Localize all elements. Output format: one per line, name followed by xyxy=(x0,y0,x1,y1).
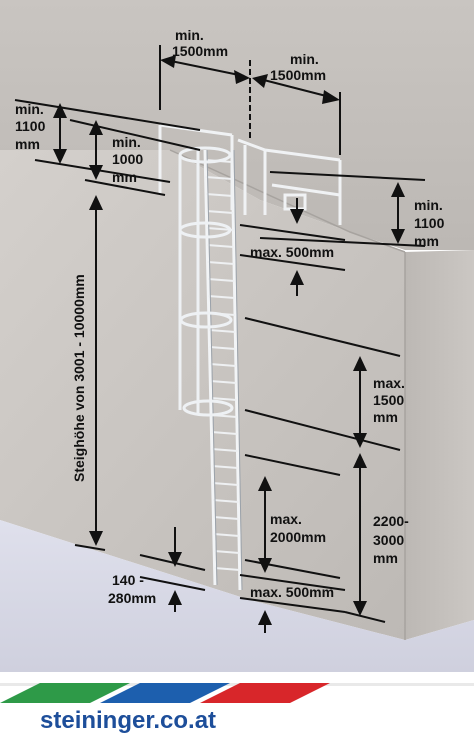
ladder-rung xyxy=(209,363,237,367)
top-railing xyxy=(158,123,342,225)
top-right-label-line2: 1500mm xyxy=(270,67,326,83)
stripe-blue xyxy=(100,683,230,703)
top-left-dimension-label: min. 1500mm xyxy=(172,27,228,59)
top-left-label-line1: min. xyxy=(175,27,204,43)
top-left-label-line2: 1500mm xyxy=(172,43,228,59)
range-140-label-line1: 140 - xyxy=(112,572,144,588)
max-500-bottom-label: max. 500mm xyxy=(250,584,334,600)
range-2200-label-line2: 3000 xyxy=(373,532,404,548)
range-2200-label-line1: 2200- xyxy=(373,513,409,529)
footer-website: steininger.co.at xyxy=(40,707,216,734)
ladder-rung xyxy=(212,465,238,469)
ceiling-surface xyxy=(0,0,474,250)
max-2000-dimension-label: max. 2000mm xyxy=(270,511,326,545)
max-1500-dimension-label: max. 1500 mm xyxy=(373,375,405,425)
max-2000-label-line2: 2000mm xyxy=(270,529,326,545)
dimension-lines xyxy=(14,45,426,633)
ladder-rung xyxy=(207,278,235,282)
ladder-rung xyxy=(211,448,238,452)
left-inner-label-line3: mm xyxy=(112,169,137,185)
ladder-rung xyxy=(213,516,239,520)
range-2200-label-line3: mm xyxy=(373,550,398,566)
vertical-height-label: Steighöhe von 3001 - 10000mm xyxy=(71,274,87,482)
top-right-dimension-label: min. 1500mm xyxy=(270,51,326,83)
ladder-rung xyxy=(210,380,237,384)
concrete-wall xyxy=(0,150,405,640)
left-inner-dimension-label: min. 1000 mm xyxy=(112,134,143,185)
ladder-rung xyxy=(214,550,240,554)
ladder-rung xyxy=(209,346,236,350)
ladder-rung xyxy=(206,210,234,214)
opening-edge xyxy=(169,149,406,253)
stripe-green xyxy=(0,683,130,703)
left-inner-label-line2: 1000 xyxy=(112,151,143,167)
ladder-rung xyxy=(205,193,233,197)
top-right-label-line1: min. xyxy=(290,51,319,67)
ladder-rung xyxy=(207,261,235,265)
footer-stripes xyxy=(0,683,474,703)
left-outer-dimension-label: min. 1100 mm xyxy=(15,101,46,152)
right-top-label-line1: min. xyxy=(414,197,443,213)
right-top-dimension-label: min. 1100 mm xyxy=(414,197,445,249)
ladder-rung xyxy=(210,397,237,401)
ladder-rung xyxy=(212,499,239,503)
shaft-wall-right xyxy=(405,250,474,640)
safety-cage xyxy=(178,146,234,417)
arrow-heads xyxy=(53,55,405,625)
ladder-rung xyxy=(213,533,240,537)
ladder-rung xyxy=(214,567,240,571)
ladder-rung xyxy=(205,176,233,180)
max-1500-label-line2: 1500 xyxy=(373,392,404,408)
left-outer-label-line1: min. xyxy=(15,101,44,117)
max-500-top-label: max. 500mm xyxy=(250,244,334,260)
floor-surface xyxy=(0,520,474,672)
range-2200-dimension-label: 2200- 3000 mm xyxy=(373,513,409,566)
max-2000-label-line1: max. xyxy=(270,511,302,527)
max-1500-label-line3: mm xyxy=(373,409,398,425)
range-140-label-line2: 280mm xyxy=(108,590,156,606)
ladder-rung xyxy=(209,329,236,333)
ladder-rung xyxy=(212,482,239,486)
right-top-label-line2: 1100 xyxy=(414,215,445,231)
ladder-rung xyxy=(211,431,238,435)
left-outer-label-line3: mm xyxy=(15,136,40,152)
stripe-red xyxy=(200,683,330,703)
ladder-rung xyxy=(207,244,234,248)
ladder-rung xyxy=(208,295,235,299)
left-outer-label-line2: 1100 xyxy=(15,118,46,134)
right-top-label-line3: mm xyxy=(414,233,439,249)
left-inner-label-line1: min. xyxy=(112,134,141,150)
range-140-dimension-label: 140 - 280mm xyxy=(108,572,156,606)
max-1500-label-line1: max. xyxy=(373,375,405,391)
